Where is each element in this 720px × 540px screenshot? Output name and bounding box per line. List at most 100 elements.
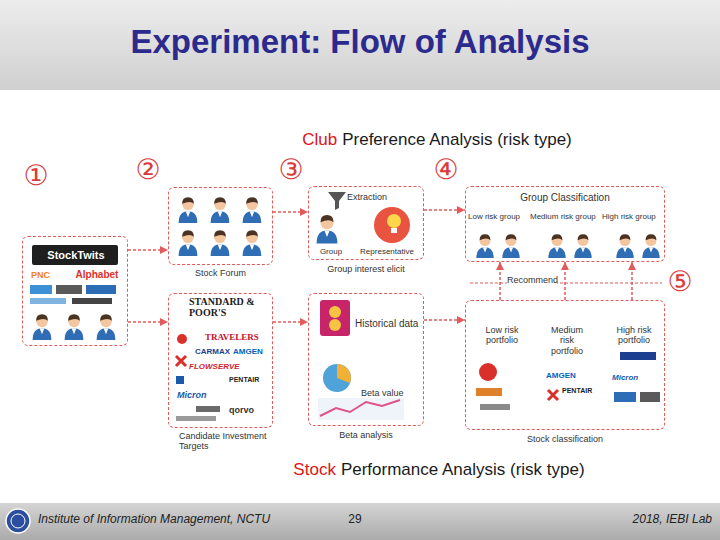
logo-chip (72, 298, 112, 304)
logo-mark (479, 363, 497, 381)
logo-chip (30, 285, 52, 294)
node-text: CARMAX (195, 347, 235, 356)
person-icon (243, 230, 262, 256)
callout-number: ③ (273, 152, 309, 188)
node-text: StockTwits (33, 246, 119, 264)
node-text: Historical data (355, 318, 423, 330)
coin-icon (329, 319, 341, 331)
subtitle-text: Club (302, 130, 337, 149)
node-text: PENTAIR (229, 376, 271, 384)
person-icon (317, 215, 338, 244)
node-text: Stock Forum (169, 268, 272, 278)
flow-arrow (424, 209, 465, 211)
recommend-arrow (631, 262, 633, 300)
person-icon (574, 234, 591, 258)
node-text: High risk portfolio (608, 325, 660, 346)
node-text: Alphabet (69, 269, 125, 281)
subtitle-text: Performance Analysis (risk type) (341, 460, 585, 479)
node-text: Low risk group (468, 212, 520, 221)
footer-text: Institute of Information Management, NCT… (38, 513, 270, 527)
dashed-box: StockTwitsPNC Alphabet (22, 236, 128, 346)
logo-mark (548, 390, 558, 400)
logo-chip (480, 404, 510, 410)
node-text: PENTAIR (562, 387, 602, 395)
flow-arrow (128, 321, 168, 323)
node-text: Candidate Investment Targets (179, 431, 271, 452)
person-icon (179, 230, 198, 256)
funnel-icon (328, 192, 346, 210)
recommend-line (470, 282, 662, 283)
dashed-box: Low risk portfolioMedium risk portfolioH… (465, 300, 665, 430)
subtitle-line: Stock Performance Analysis (risk type) (239, 459, 639, 481)
chart-line (320, 400, 400, 416)
pie-slice (337, 364, 351, 383)
chart-icon (318, 398, 404, 420)
coin-icon (329, 306, 341, 318)
person-icon (548, 234, 565, 258)
person-icon (211, 197, 230, 223)
node-text: Group Classification (496, 192, 634, 204)
logo-chip (620, 352, 656, 360)
person-icon (211, 230, 230, 256)
edge-label: Recommend (507, 274, 557, 287)
node-text: PNC (31, 270, 61, 280)
callout-number: ④ (428, 152, 464, 188)
bulb-icon (387, 214, 401, 228)
dashed-box: STANDARD & POOR'S TRAVELERS CARMAXAMGEN FLO… (168, 293, 273, 428)
person-icon (243, 197, 262, 223)
node-text: qorvo (229, 405, 269, 415)
subtitle-line: ClubPreference Analysis (risk type) (237, 129, 637, 151)
node-text: FLOWSERVE (189, 362, 251, 371)
node-text: STANDARD & POOR'S (189, 297, 255, 318)
node-text: AMGEN (233, 347, 271, 356)
node-text: Medium risk group (530, 212, 596, 221)
footer-logo-ring (11, 514, 25, 528)
slide-title: Experiment: Flow of Analysis (0, 22, 720, 62)
flow-arrow (564, 262, 566, 300)
logo-chip (196, 406, 220, 412)
money-icon (320, 300, 350, 336)
node-text: Beta value (361, 388, 421, 398)
node-text: Group interest elicit (309, 264, 423, 274)
representative-icon (374, 207, 410, 243)
callout-number: ⑤ (662, 264, 698, 300)
person-icon (616, 234, 633, 258)
person-icon (502, 234, 519, 258)
callout-number: ① (18, 158, 54, 194)
logo-bar (32, 245, 118, 265)
node-text: AMGEN (546, 371, 584, 380)
node-text: TRAVELERS (205, 332, 269, 342)
node-text: Medium risk portfolio (544, 325, 590, 356)
node-text: Beta analysis (309, 430, 423, 440)
person-icon (179, 197, 198, 223)
page-number: 29 (340, 513, 370, 527)
flow-arrow (424, 319, 465, 321)
logo-chip (176, 416, 216, 421)
node-text: Representative (353, 247, 421, 256)
logo-chip (476, 388, 502, 396)
person-icon (476, 234, 493, 258)
node-text: Extraction (347, 192, 407, 202)
recommend-arrow (499, 262, 501, 300)
logo-mark (176, 356, 186, 366)
dashed-box: ExtractionGroupRepresentativeGroup inter… (308, 186, 424, 260)
dashed-box: Stock Forum (168, 187, 273, 265)
footer-band (0, 503, 720, 540)
node-text: Micron (612, 373, 652, 382)
dashed-box: Group ClassificationLow risk group Medium… (465, 186, 665, 262)
logo-chip (86, 285, 116, 294)
node-text: Micron (177, 390, 221, 400)
person-icon (97, 314, 116, 340)
pie-icon (323, 364, 351, 392)
logo-chip (614, 392, 636, 402)
logo-chip (30, 298, 66, 304)
person-icon (642, 234, 659, 258)
flow-arrow (273, 321, 308, 323)
subtitle-text: Stock (293, 460, 336, 479)
callout-number: ② (130, 152, 166, 188)
logo-mark (176, 376, 184, 384)
flow-arrow (273, 211, 308, 213)
person-icon (33, 314, 52, 340)
person-icon (65, 314, 84, 340)
